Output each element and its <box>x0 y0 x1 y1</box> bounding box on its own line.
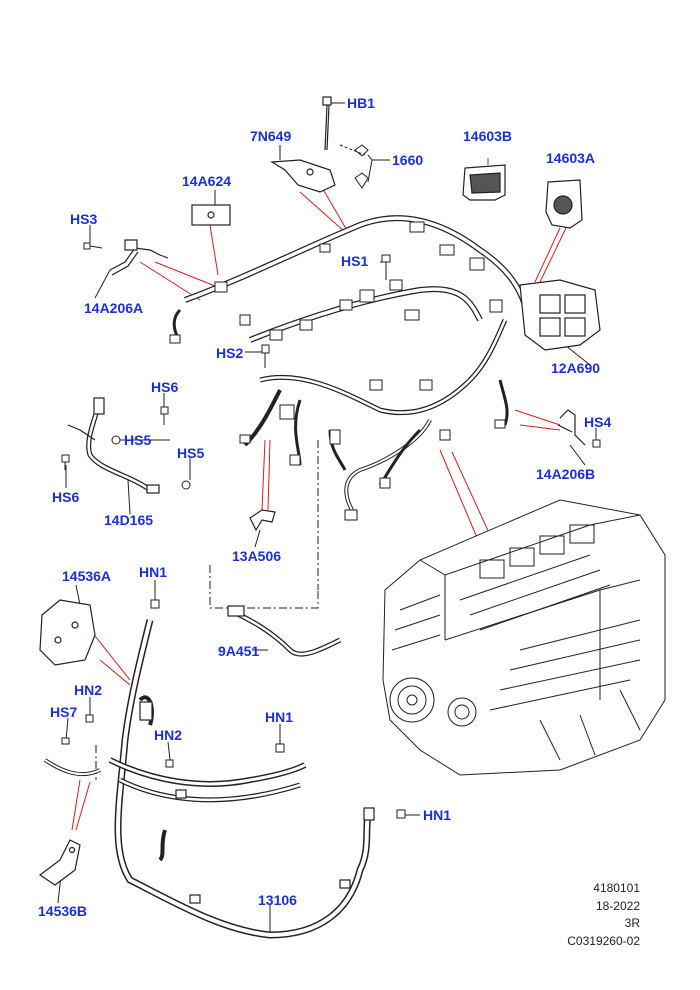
label-14536a: 14536A <box>62 568 112 584</box>
label-14603b: 14603B <box>463 128 513 144</box>
label-13a506: 13A506 <box>232 548 282 564</box>
part-hs7-bolt <box>61 737 70 745</box>
label-14d165: 14D165 <box>104 512 154 528</box>
label-hs2: HS2 <box>216 345 244 361</box>
label-hs7: HS7 <box>50 704 78 720</box>
part-7n649 <box>270 159 336 193</box>
part-hs3-bolt <box>83 242 103 250</box>
part-1660-studs <box>339 144 369 189</box>
part-hs2-bolt <box>261 344 270 368</box>
part-14536a <box>39 599 96 666</box>
label-hn2-b: HN2 <box>154 727 183 743</box>
part-12a690 <box>519 279 601 351</box>
label-14a206a: 14A206A <box>84 300 144 316</box>
label-hs1: HS1 <box>341 253 369 269</box>
label-14a206b: 14A206B <box>536 466 596 482</box>
part-14d165 <box>67 397 160 494</box>
part-hs1-bolt <box>381 254 391 280</box>
part-14a206a <box>109 239 169 276</box>
part-hn1-nut-c <box>396 809 406 819</box>
part-14a206b <box>557 409 586 446</box>
label-14a624: 14A624 <box>182 173 232 189</box>
label-7n649: 7N649 <box>250 128 292 144</box>
footer-line-4: C0319260-02 <box>567 933 640 948</box>
part-hn2-nut-a <box>85 714 94 723</box>
label-hs3: HS3 <box>70 211 98 227</box>
label-14603a: 14603A <box>546 150 596 166</box>
footer-line-2: 18-2022 <box>595 898 640 913</box>
label-hn1-b: HN1 <box>265 709 294 725</box>
label-hs6-bottom: HS6 <box>52 489 80 505</box>
label-1660: 1660 <box>392 152 424 168</box>
part-hb1-bolt <box>322 96 332 151</box>
footer-line-1: 4180101 <box>593 881 640 895</box>
part-13106 <box>43 619 375 939</box>
label-hs5-b: HS5 <box>177 445 205 461</box>
engine-block <box>382 499 666 776</box>
part-hs5-nut-b <box>181 480 191 490</box>
label-12a690: 12A690 <box>551 360 601 376</box>
label-hs6-top: HS6 <box>151 379 179 395</box>
part-14536b <box>38 839 81 886</box>
part-14603a <box>545 179 583 229</box>
part-hs6-bolt-bottom <box>61 454 70 470</box>
label-hb1: HB1 <box>347 95 376 111</box>
label-9a451: 9A451 <box>218 643 260 659</box>
part-hn1-nut-b <box>275 743 285 753</box>
label-13106: 13106 <box>258 892 297 908</box>
label-hn2-a: HN2 <box>74 682 103 698</box>
part-9a451 <box>227 605 342 657</box>
part-hn2-nut-b <box>165 759 174 768</box>
leader-lines <box>71 158 567 831</box>
part-hs5-nut-a <box>111 435 121 445</box>
part-13a506 <box>249 509 276 532</box>
part-14a624 <box>191 204 231 226</box>
part-14603b <box>462 164 506 201</box>
part-hs4-bolt <box>592 439 601 448</box>
reference-lines <box>95 440 319 780</box>
label-hs4: HS4 <box>584 414 612 430</box>
part-hs6-bolt-top <box>160 406 169 425</box>
label-hs5-a: HS5 <box>124 432 152 448</box>
drawing-reference: 4180101 18-2022 3R C0319260-02 <box>560 880 640 950</box>
label-14536b: 14536B <box>38 903 88 919</box>
footer-line-3: 3R <box>624 916 640 930</box>
label-hn1-a: HN1 <box>139 564 168 580</box>
harness-connectors <box>169 221 506 521</box>
part-hn1-nut-a <box>150 599 160 609</box>
label-hn1-c: HN1 <box>423 807 452 823</box>
